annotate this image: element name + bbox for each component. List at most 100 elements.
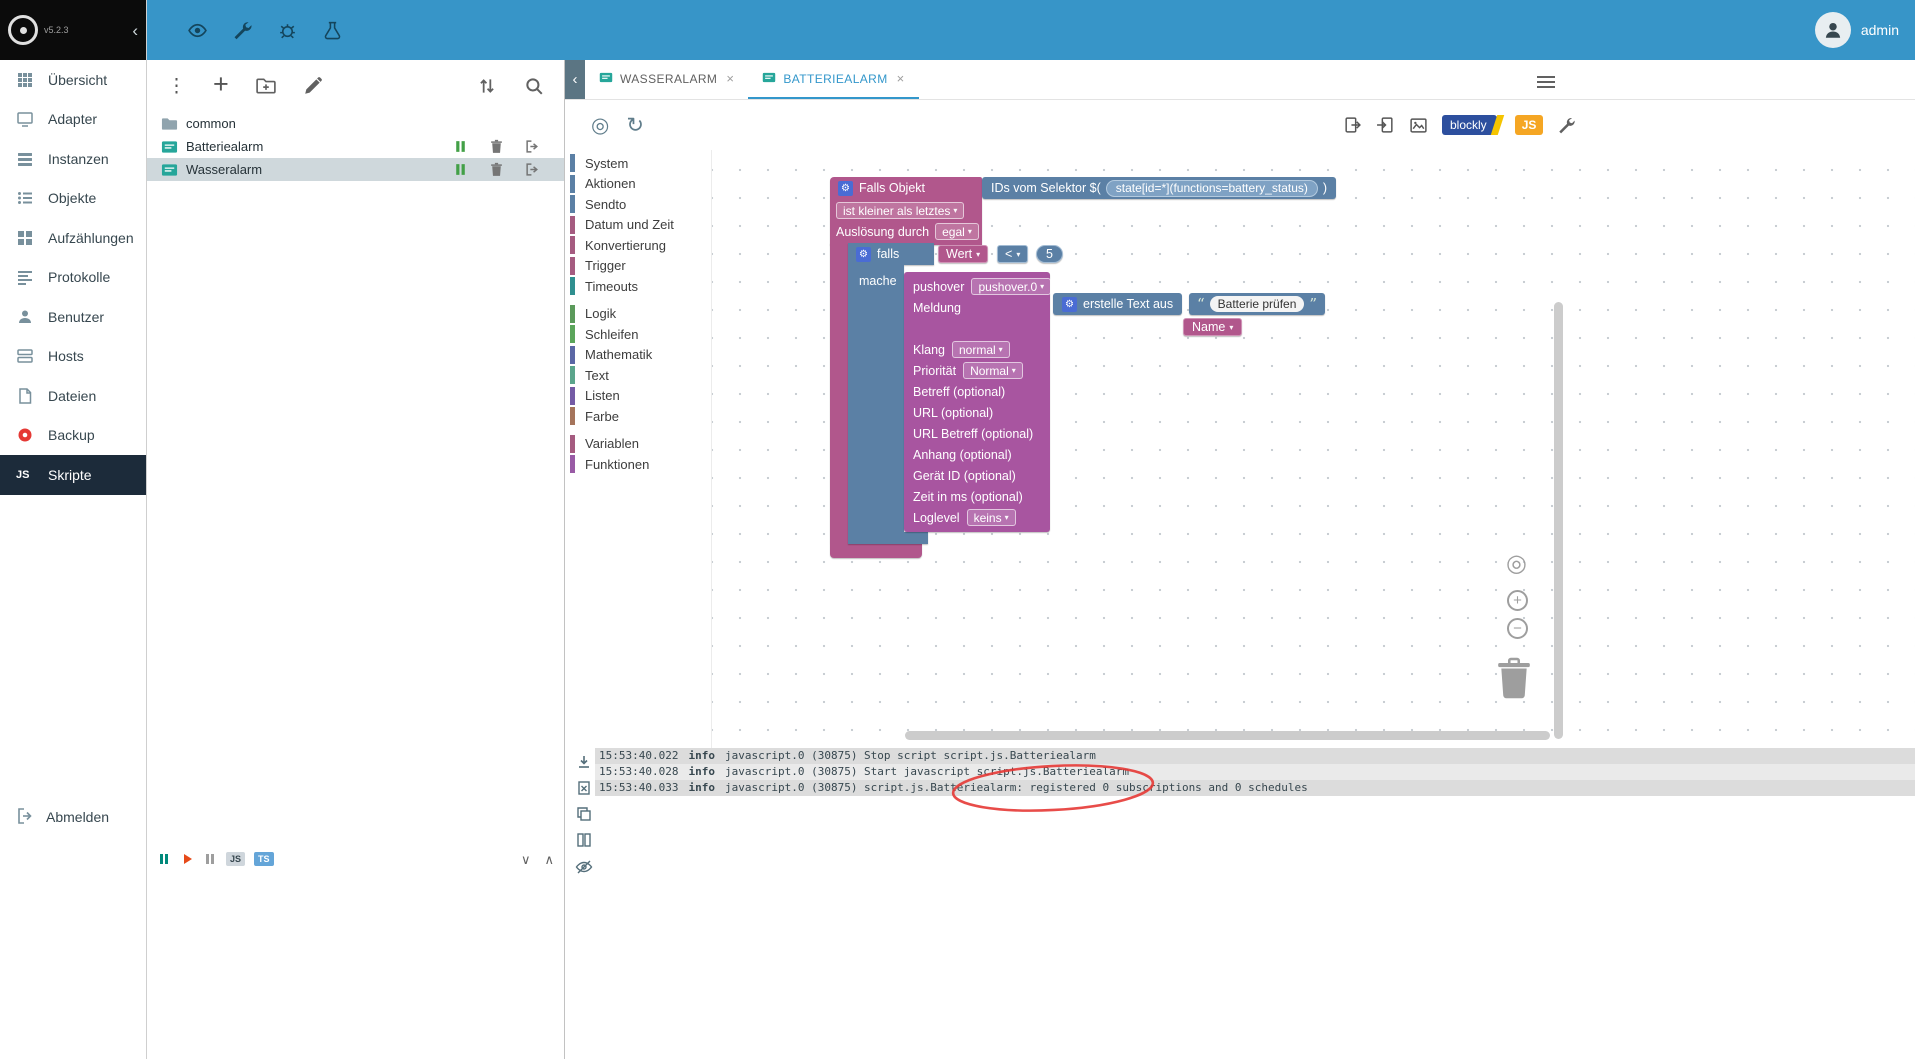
pause-icon[interactable] bbox=[203, 852, 217, 866]
zoom-in-icon[interactable]: + bbox=[1507, 590, 1528, 611]
gear-icon[interactable]: ⚙ bbox=[838, 180, 853, 196]
toolbox-category-datum-und-zeit[interactable]: Datum und Zeit bbox=[565, 215, 711, 236]
sidebar-item-instanzen[interactable]: Instanzen bbox=[0, 139, 146, 179]
vertical-scrollbar[interactable] bbox=[1554, 302, 1563, 739]
script-tree-item-batteriealarm[interactable]: Batteriealarm bbox=[147, 135, 564, 158]
sidebar-item-protokolle[interactable]: Protokolle bbox=[0, 258, 146, 298]
pause-all-icon[interactable] bbox=[157, 852, 171, 866]
collapse-up-icon[interactable]: ∧ bbox=[544, 851, 554, 867]
toolbox-category-variablen[interactable]: Variablen bbox=[565, 434, 711, 455]
falls-objekt-body[interactable]: ist kleiner als letztes▾ Auslösung durch… bbox=[830, 199, 982, 245]
tab-close-icon[interactable]: × bbox=[896, 71, 905, 86]
script-tree-item-common[interactable]: common bbox=[147, 112, 564, 135]
collapse-down-icon[interactable]: ∨ bbox=[520, 851, 531, 867]
menu-hamburger-icon[interactable] bbox=[1537, 73, 1555, 91]
toolbox-category-text[interactable]: Text bbox=[565, 365, 711, 386]
edit-script-button[interactable] bbox=[303, 76, 323, 96]
toolbox-category-mathematik[interactable]: Mathematik bbox=[565, 345, 711, 366]
wrench-icon[interactable] bbox=[232, 20, 253, 41]
block-create-text[interactable]: ⚙ erstelle Text aus bbox=[1053, 293, 1183, 315]
block-name-variable[interactable]: Name▾ bbox=[1183, 318, 1243, 336]
export-image-icon[interactable] bbox=[1409, 116, 1428, 135]
block-text-string[interactable]: “ Batterie prüfen ” bbox=[1189, 293, 1326, 315]
sidebar-item--bersicht[interactable]: Übersicht bbox=[0, 60, 146, 100]
bug-icon[interactable] bbox=[277, 20, 298, 41]
search-icon[interactable] bbox=[524, 76, 544, 96]
condition-dropdown[interactable]: ist kleiner als letztes▾ bbox=[836, 202, 965, 219]
param-dropdown[interactable]: keins▾ bbox=[966, 509, 1016, 526]
script-tree-item-wasseralarm[interactable]: Wasseralarm bbox=[147, 158, 564, 181]
toolbox-category-schleifen[interactable]: Schleifen bbox=[565, 324, 711, 345]
block-falls[interactable]: ⚙ falls bbox=[848, 243, 934, 265]
sidebar-item-benutzer[interactable]: Benutzer bbox=[0, 297, 146, 337]
blockly-workspace[interactable]: ⚙ Falls Objekt IDs vom Selektor $( state… bbox=[712, 150, 1915, 748]
zoom-out-icon[interactable]: − bbox=[1507, 618, 1528, 639]
selector-value-field[interactable]: state[id=*](functions=battery_status) bbox=[1105, 179, 1318, 197]
logout-button[interactable]: Abmelden bbox=[0, 798, 146, 836]
sidebar-item-adapter[interactable]: Adapter bbox=[0, 100, 146, 140]
block-falls-objekt[interactable]: ⚙ Falls Objekt bbox=[830, 177, 982, 199]
pushover-instance-dropdown[interactable]: pushover.0▾ bbox=[971, 278, 1052, 295]
toolbox-category-listen[interactable]: Listen bbox=[565, 386, 711, 407]
ts-filter-badge[interactable]: TS bbox=[254, 852, 274, 866]
play-icon[interactable] bbox=[180, 852, 194, 866]
log-columns-icon[interactable] bbox=[576, 832, 592, 848]
flask-icon[interactable] bbox=[322, 20, 343, 41]
toolbox-category-aktionen[interactable]: Aktionen bbox=[565, 174, 711, 195]
toolbox-category-farbe[interactable]: Farbe bbox=[565, 406, 711, 427]
toolbox-category-logik[interactable]: Logik bbox=[565, 304, 711, 325]
refresh-icon[interactable]: ↻ bbox=[626, 113, 644, 137]
delete-script-icon[interactable] bbox=[489, 139, 504, 154]
sidebar-item-dateien[interactable]: Dateien bbox=[0, 376, 146, 416]
javascript-badge[interactable]: JS bbox=[1514, 115, 1544, 135]
toolbox-category-timeouts[interactable]: Timeouts bbox=[565, 276, 711, 297]
delete-script-icon[interactable] bbox=[489, 162, 504, 177]
avatar[interactable] bbox=[1814, 12, 1851, 48]
block-number[interactable]: 5 bbox=[1036, 245, 1063, 263]
js-filter-badge[interactable]: JS bbox=[226, 852, 246, 866]
block-compare-operator[interactable]: <▾ bbox=[997, 245, 1029, 263]
toolbox-category-konvertierung[interactable]: Konvertierung bbox=[565, 235, 711, 256]
open-script-icon[interactable] bbox=[525, 139, 540, 154]
toolbox-category-funktionen[interactable]: Funktionen bbox=[565, 454, 711, 475]
block-selector[interactable]: IDs vom Selektor $( state[id=*](function… bbox=[982, 177, 1337, 199]
hide-log-icon[interactable] bbox=[575, 858, 593, 876]
param-dropdown[interactable]: Normal▾ bbox=[963, 362, 1023, 379]
settings-wrench-icon[interactable] bbox=[1557, 116, 1576, 135]
pause-script-icon[interactable] bbox=[453, 139, 468, 154]
param-dropdown[interactable]: normal▾ bbox=[951, 341, 1010, 358]
toolbox-category-trigger[interactable]: Trigger bbox=[565, 256, 711, 277]
tab-batteriealarm[interactable]: BATTERIEALARM× bbox=[748, 60, 919, 99]
pause-script-icon[interactable] bbox=[453, 162, 468, 177]
trash-icon[interactable] bbox=[1495, 655, 1533, 706]
tab-close-icon[interactable]: × bbox=[726, 71, 735, 86]
sidebar-item-objekte[interactable]: Objekte bbox=[0, 179, 146, 219]
text-value-field[interactable]: Batterie prüfen bbox=[1209, 296, 1305, 312]
clear-log-icon[interactable] bbox=[576, 780, 592, 796]
gear-icon[interactable]: ⚙ bbox=[1062, 296, 1077, 312]
trigger-dropdown[interactable]: egal▾ bbox=[935, 223, 979, 240]
sidebar-item-backup[interactable]: Backup bbox=[0, 416, 146, 456]
add-folder-button[interactable] bbox=[256, 76, 276, 96]
add-script-button[interactable]: + bbox=[213, 69, 229, 99]
sidebar-collapse-icon[interactable]: ‹ bbox=[132, 20, 138, 40]
block-wert-variable[interactable]: Wert▾ bbox=[938, 245, 989, 263]
eye-icon[interactable] bbox=[187, 20, 208, 41]
collapse-panel-button[interactable]: ‹ bbox=[565, 60, 585, 99]
more-menu-icon[interactable]: ⋮ bbox=[167, 75, 186, 97]
toolbox-category-system[interactable]: System bbox=[565, 153, 711, 174]
sort-icon[interactable] bbox=[477, 76, 497, 96]
sidebar-item-aufz-hlungen[interactable]: Aufzählungen bbox=[0, 218, 146, 258]
horizontal-scrollbar[interactable] bbox=[905, 731, 1550, 740]
export-blocks-icon[interactable] bbox=[1343, 116, 1362, 135]
copy-log-icon[interactable] bbox=[576, 806, 592, 822]
gear-icon[interactable]: ⚙ bbox=[856, 246, 871, 262]
toolbox-category-sendto[interactable]: Sendto bbox=[565, 194, 711, 215]
sidebar-item-hosts[interactable]: Hosts bbox=[0, 337, 146, 377]
zoom-reset-icon[interactable]: ◎ bbox=[1506, 550, 1527, 577]
locate-blocks-icon[interactable]: ◎ bbox=[591, 113, 610, 137]
tab-wasseralarm[interactable]: WASSERALARM× bbox=[585, 60, 748, 99]
download-log-icon[interactable] bbox=[576, 754, 592, 770]
